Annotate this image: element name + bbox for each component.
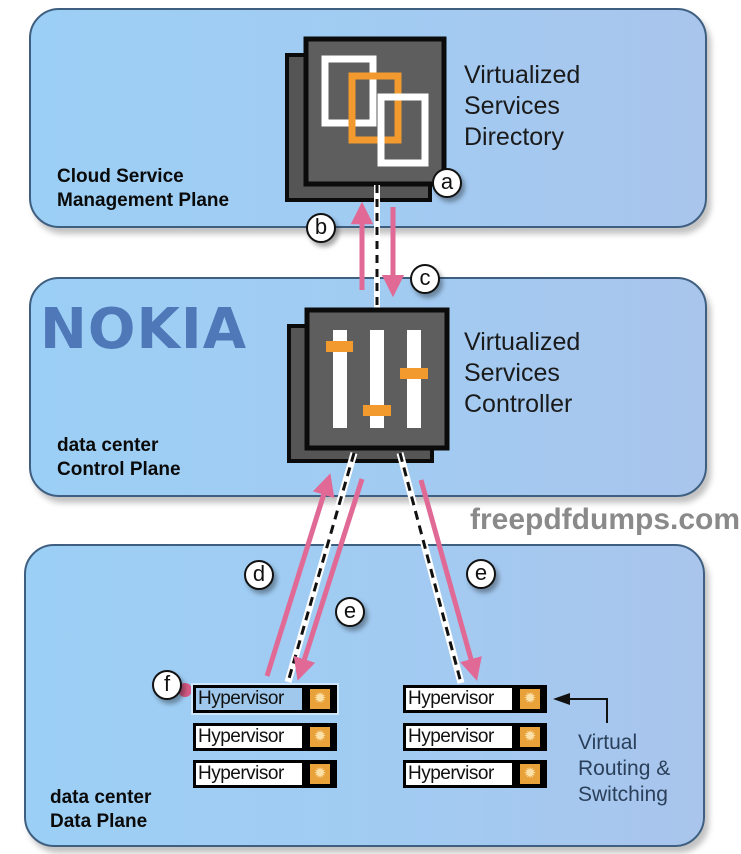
arrow-e-right xyxy=(418,479,482,681)
slider-knob xyxy=(400,368,428,379)
marker-f: f xyxy=(152,670,182,700)
hypervisor-left-3[interactable]: Hypervisor ✹ xyxy=(193,760,337,788)
hypervisor-left-1[interactable]: Hypervisor ✹ xyxy=(193,685,337,713)
arrow-d xyxy=(264,473,335,677)
slider-track xyxy=(370,330,384,428)
vsc-icon xyxy=(287,307,450,463)
data-plane-panel xyxy=(24,544,705,847)
hypervisor-label: Hypervisor xyxy=(406,688,512,710)
window-icon xyxy=(377,93,429,167)
control-plane-label-line1: data center xyxy=(57,435,159,456)
gear-icon: ✹ xyxy=(520,689,540,709)
control-plane-label: data center Control Plane xyxy=(57,434,181,482)
vsc-right-hypervisor-link xyxy=(396,452,482,684)
management-plane-label-line2: Management Plane xyxy=(57,190,230,211)
slider-knob xyxy=(326,341,353,352)
gear-icon: ✹ xyxy=(310,727,330,747)
gear-icon: ✹ xyxy=(310,764,330,784)
vsd-icon xyxy=(285,36,447,202)
data-plane-label-line2: Data Plane xyxy=(50,811,148,832)
gear-icon: ✹ xyxy=(520,727,540,747)
slider-track xyxy=(333,330,347,428)
hypervisor-right-1[interactable]: Hypervisor ✹ xyxy=(403,685,547,713)
hypervisor-label: Hypervisor xyxy=(196,763,302,785)
vsd-label-line2: Services xyxy=(464,92,560,120)
vsc-label: Virtualized Services Controller xyxy=(464,327,580,420)
vrs-label-line3: Switching xyxy=(578,783,668,806)
hypervisor-label: Hypervisor xyxy=(406,763,512,785)
marker-a: a xyxy=(432,168,462,198)
marker-d: d xyxy=(244,560,274,590)
vrs-label: Virtual Routing & Switching xyxy=(578,730,670,808)
hypervisor-right-3[interactable]: Hypervisor ✹ xyxy=(403,760,547,788)
vsd-label-line1: Virtualized xyxy=(464,61,581,89)
vsd-vsc-link xyxy=(350,185,405,308)
nokia-logo: NOKIA xyxy=(40,297,248,362)
slider-knob xyxy=(363,405,391,416)
marker-b: b xyxy=(306,213,336,243)
arrow-e-left xyxy=(293,478,365,681)
marker-e-right: e xyxy=(466,559,496,589)
data-plane-label: data center Data Plane xyxy=(50,786,151,834)
management-plane-label-line1: Cloud Service xyxy=(57,166,184,187)
hypervisor-label: Hypervisor xyxy=(196,726,302,748)
vsc-label-line2: Services xyxy=(464,359,560,387)
hypervisor-label: Hypervisor xyxy=(196,688,302,710)
marker-e-left: e xyxy=(335,597,365,627)
hypervisor-left-2[interactable]: Hypervisor ✹ xyxy=(193,723,337,751)
marker-c: c xyxy=(410,264,440,294)
vsc-label-line3: Controller xyxy=(464,390,573,418)
vsd-label-line3: Directory xyxy=(464,123,565,151)
data-plane-label-line1: data center xyxy=(50,787,152,808)
vsd-label: Virtualized Services Directory xyxy=(464,60,580,153)
gear-icon: ✹ xyxy=(310,689,330,709)
watermark-text: freepdfdumps.com xyxy=(470,503,741,536)
hypervisor-label: Hypervisor xyxy=(406,726,512,748)
vrs-label-line1: Virtual xyxy=(578,731,638,754)
control-plane-label-line2: Control Plane xyxy=(57,459,181,480)
vsc-label-line1: Virtualized xyxy=(464,328,581,356)
window-icon xyxy=(348,72,402,144)
vrs-label-line2: Routing & xyxy=(578,757,671,780)
management-plane-label: Cloud Service Management Plane xyxy=(57,165,229,213)
hypervisor-right-2[interactable]: Hypervisor ✹ xyxy=(403,723,547,751)
vsc-left-hypervisor-link xyxy=(264,452,365,683)
gear-icon: ✹ xyxy=(520,764,540,784)
vrs-pointer-arrow xyxy=(553,693,608,723)
